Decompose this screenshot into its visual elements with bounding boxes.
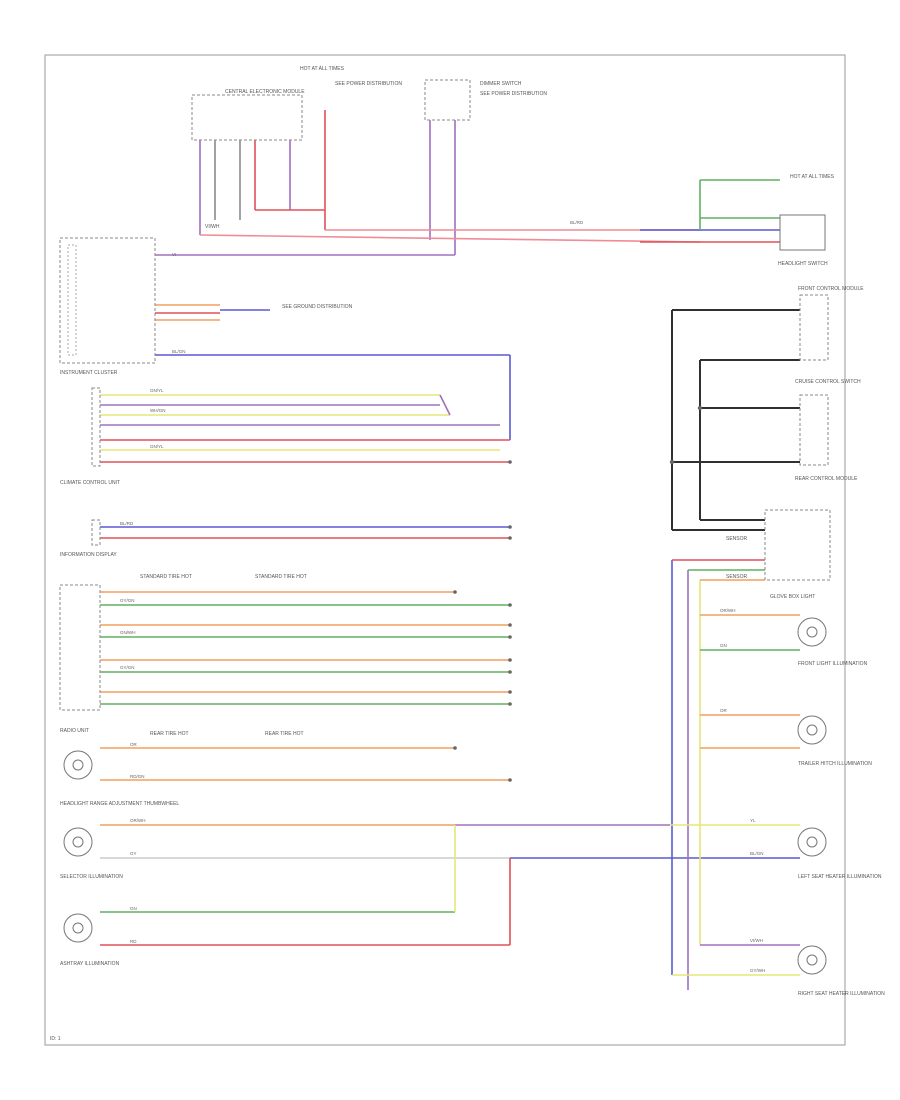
selector-illumination-label: SELECTOR ILLUMINATION [60,874,123,880]
right-seat-heater-label: RIGHT SEAT HEATER ILLUMINATION [798,991,885,997]
diagram-frame [44,54,846,1046]
headlight-range-thumbwheel: HEADLIGHT RANGE ADJUSTMENT THUMBWHEEL OR… [60,742,179,807]
headlight-range-label: HEADLIGHT RANGE ADJUSTMENT THUMBWHEEL [60,801,179,807]
ashtray-illumination: ASHTRAY ILLUMINATION GN RD [60,906,137,967]
front-wire-label: OR [720,708,728,713]
fuse-block-label: CENTRAL ELECTRONIC MODULE [225,89,305,95]
power-note-1: SEE POWER DISTRIBUTION [335,81,402,87]
radio-unit: RADIO UNIT STANDARD TIRE HOT STANDARD TI… [59,574,307,737]
left-seat-heater-illumination: LEFT SEAT HEATER ILLUMINATION YL BL/GN [750,818,882,880]
hs-wire-label: BL/RD [570,220,584,225]
tire-note-2: STANDARD TIRE HOT [255,574,307,580]
wire-feed-bus [199,234,701,243]
rear-control-module-label: REAR CONTROL MODULE [795,476,858,482]
ic-display-wire-label: BL/GN [172,349,186,354]
cc-wire-label-2: WH/GN [150,408,166,413]
front-control-module: FRONT CONTROL MODULE [798,286,864,361]
climate-control-unit: CLIMATE CONTROL UNIT GN/YL WH/GN GN/YL [60,387,166,486]
wire-cc-link [439,394,451,416]
front-light-illumination: FRONT LIGHT ILLUMINATION OR [720,661,868,745]
sel-wire-label-2: GY [130,851,137,856]
trailer-hitch-illumination-label: TRAILER HITCH ILLUMINATION [798,761,872,767]
ic-wire-label: VI [172,252,176,257]
glove-box-light: GLOVE BOX LIGHT OR/WH GN [720,594,827,648]
front-light-illumination-label: FRONT LIGHT ILLUMINATION [798,661,868,667]
hr-wire-label-1: OR [130,742,138,747]
cruise-control-switch: CRUISE CONTROL SWITCH [795,379,861,466]
glove-wire-label-2: GN [720,643,727,648]
tire-note-3: REAR TIRE HOT [150,731,189,737]
cruise-control-switch-label: CRUISE CONTROL SWITCH [795,379,861,385]
ash-wire-label-2: RD [130,939,137,944]
left-seat-heater-label: LEFT SEAT HEATER ILLUMINATION [798,874,882,880]
glove-box-light-label: GLOVE BOX LIGHT [770,594,815,600]
dimmer-switch-label: DIMMER SWITCH [480,81,522,87]
headlight-switch: HOT AT ALL TIMES HEADLIGHT SWITCH BL/RD [570,174,835,267]
radio-unit-label: RADIO UNIT [60,728,89,734]
trailer-hitch-illumination: TRAILER HITCH ILLUMINATION [798,761,872,767]
dimmer-power-note: SEE POWER DISTRIBUTION [480,91,547,97]
instrument-cluster: INSTRUMENT CLUSTER SEE GROUND DISTRIBUTI… [59,237,353,376]
instrument-cluster-label: INSTRUMENT CLUSTER [60,370,118,376]
radio-wire-label-1: GY/GN [120,598,135,603]
right-seat-heater-illumination: RIGHT SEAT HEATER ILLUMINATION VI/WH GY/… [750,938,885,997]
seat-r-wire-label-2: GY/WH [750,968,765,973]
tire-note-4: REAR TIRE HOT [265,731,304,737]
hot-label-2: HOT AT ALL TIMES [790,174,835,180]
rear-control-module: REAR CONTROL MODULE [795,476,858,482]
seat-l-wire-label-2: BL/GN [750,851,764,856]
radio-wire-label-3: GY/GN [120,665,135,670]
cc-wire-label-1: GN/YL [150,388,164,393]
information-display-label: INFORMATION DISPLAY [60,552,117,558]
sensor-block: SENSOR SENSOR [726,509,831,581]
id-wire-label: BL/RD [120,521,134,526]
ashtray-illumination-label: ASHTRAY ILLUMINATION [60,961,120,967]
fuse-wire-label: VI/WH [205,224,220,230]
sel-wire-label-1: OR/WH [130,818,146,823]
information-display: INFORMATION DISPLAY BL/RD [60,519,134,558]
fuse-block: CENTRAL ELECTRONIC MODULE HOT AT ALL TIM… [191,66,402,230]
hot-label-1: HOT AT ALL TIMES [300,66,345,72]
climate-control-label: CLIMATE CONTROL UNIT [60,480,120,486]
diagram-id: ID: 1 [50,1036,61,1042]
wires [100,110,800,990]
hr-wire-label-2: RD/GN [130,774,145,779]
ash-wire-label-1: GN [130,906,137,911]
dimmer-switch: DIMMER SWITCH SEE POWER DISTRIBUTION [424,79,547,121]
seat-r-wire-label: VI/WH [750,938,763,943]
headlight-switch-label: HEADLIGHT SWITCH [778,261,828,267]
selector-illumination: SELECTOR ILLUMINATION OR/WH GY [60,818,146,880]
sensor-label-2: SENSOR [726,574,748,580]
glove-wire-label-1: OR/WH [720,608,736,613]
front-control-module-label: FRONT CONTROL MODULE [798,286,864,292]
radio-wire-label-2: GN/WH [120,630,136,635]
seat-l-wire-label: YL [750,818,756,823]
cc-wire-label-3: GN/YL [150,444,164,449]
connector-dots [453,405,703,782]
sensor-label-1: SENSOR [726,536,748,542]
tire-note-1: STANDARD TIRE HOT [140,574,192,580]
ground-note-1: SEE GROUND DISTRIBUTION [282,304,353,310]
